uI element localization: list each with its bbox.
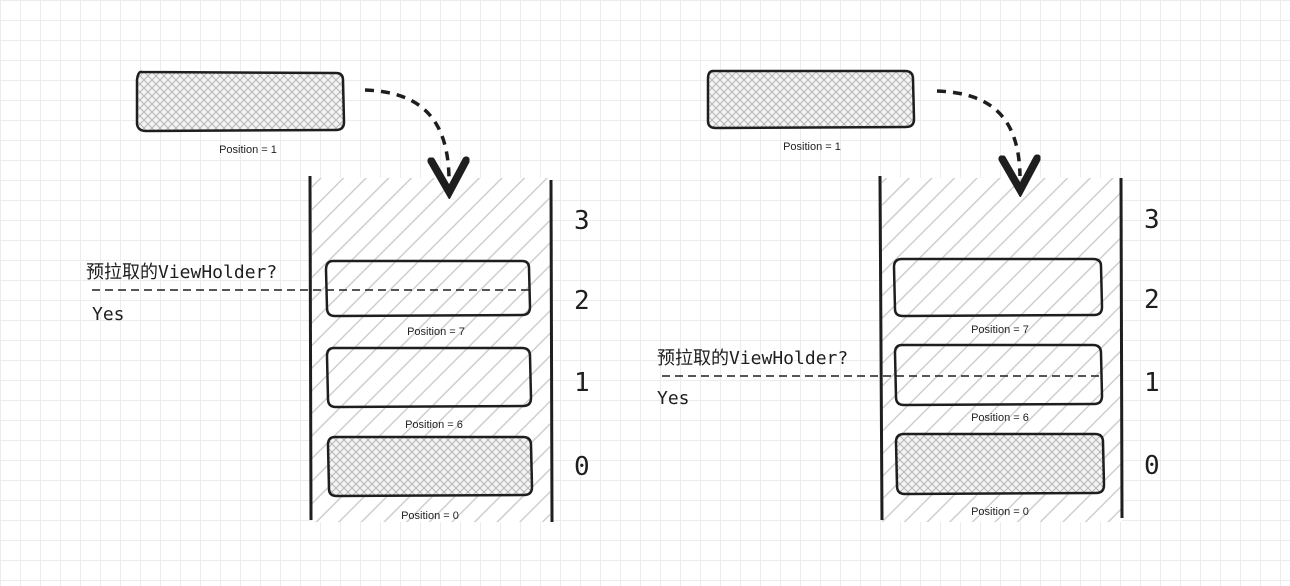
prefetch-question-label: 预拉取的ViewHolder?	[657, 348, 848, 369]
prefetch-answer-label: Yes	[92, 304, 125, 325]
index-label-2: 2	[574, 286, 590, 316]
prefetch-question-label: 预拉取的ViewHolder?	[86, 262, 277, 283]
incoming-item-box	[706, 69, 916, 130]
item-label-position-6: Position = 6	[405, 419, 463, 431]
index-label-3: 3	[574, 206, 590, 236]
item-box-position-0	[326, 435, 534, 498]
item-box-position-0	[894, 432, 1106, 496]
item-box-position-7	[892, 257, 1104, 318]
item-box-position-6	[325, 346, 533, 409]
index-label-3: 3	[1144, 205, 1160, 235]
panel-right: Position = 1 Position = 7 Position = 6 P…	[657, 69, 1160, 522]
index-label-0: 0	[1144, 451, 1160, 481]
incoming-item-label: Position = 1	[219, 144, 277, 156]
item-label-position-0: Position = 0	[401, 510, 459, 522]
incoming-item-label: Position = 1	[783, 141, 841, 153]
item-label-position-7: Position = 7	[407, 326, 465, 338]
item-label-position-6: Position = 6	[971, 412, 1029, 424]
item-label-position-0: Position = 0	[971, 506, 1029, 518]
incoming-item-box	[135, 70, 346, 133]
recycle-arrow	[364, 88, 449, 178]
prefetch-answer-label: Yes	[657, 388, 690, 409]
item-box-position-6	[893, 343, 1104, 407]
panel-left: Position = 1 Position = 7 Position = 6 P…	[86, 70, 590, 523]
index-label-2: 2	[1144, 285, 1160, 315]
index-label-1: 1	[574, 368, 590, 398]
recycle-arrow	[936, 89, 1020, 176]
item-box-position-7	[324, 259, 532, 318]
viewport-right-border	[1119, 177, 1124, 519]
viewport-left-border	[308, 175, 313, 521]
index-label-0: 0	[574, 452, 590, 482]
index-label-1: 1	[1144, 368, 1160, 398]
viewport-right-border	[549, 179, 554, 523]
viewport-left-border	[878, 175, 884, 521]
item-label-position-7: Position = 7	[971, 324, 1029, 336]
